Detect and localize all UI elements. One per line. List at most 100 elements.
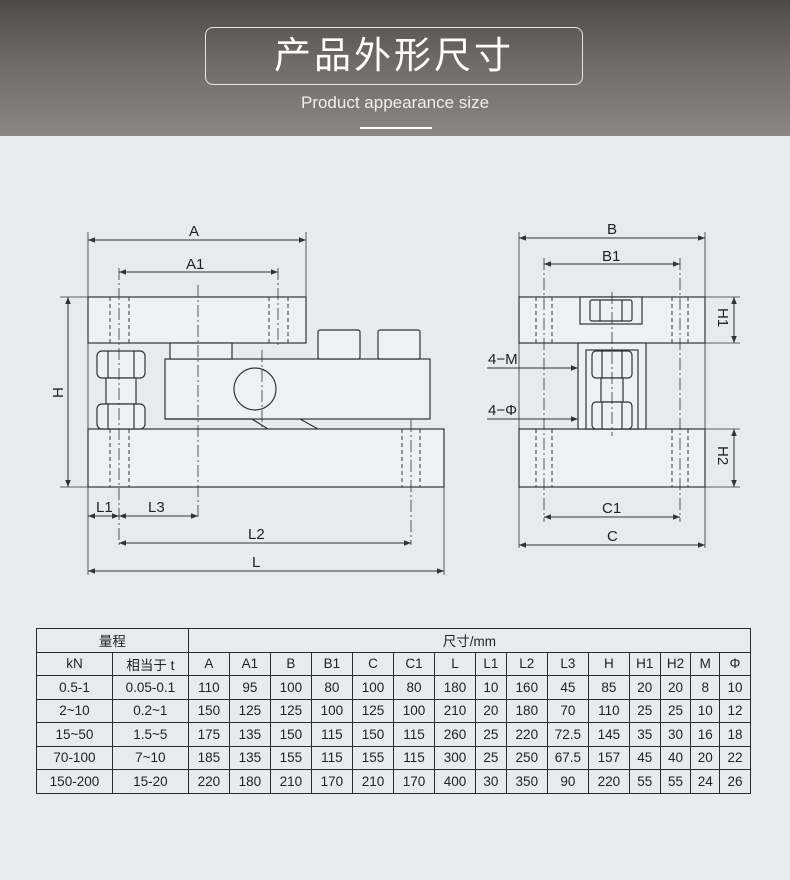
- column-header: kN: [36, 651, 113, 676]
- table-cell: 25: [628, 698, 661, 723]
- table-cell: 7~10: [111, 745, 189, 770]
- page-title: 产品外形尺寸: [274, 34, 514, 77]
- table-cell: 150: [269, 722, 312, 747]
- table-cell: 155: [269, 745, 312, 770]
- header-range: 量程: [36, 628, 189, 653]
- table-cell: 40: [659, 745, 692, 770]
- table-cell: 0.2~1: [111, 698, 189, 723]
- table-cell: 25: [659, 698, 692, 723]
- table-cell: 25: [475, 722, 507, 747]
- table-cell: 220: [505, 722, 548, 747]
- table-cell: 12: [719, 698, 751, 723]
- column-header: C1: [392, 651, 436, 676]
- dim-label-4phi: 4−Φ: [488, 402, 517, 419]
- table-cell: 185: [187, 745, 230, 770]
- table-cell: 10: [690, 698, 721, 723]
- table-cell: 20: [628, 675, 661, 700]
- table-cell: 135: [228, 722, 271, 747]
- table-cell: 350: [505, 769, 548, 794]
- table-cell: 20: [690, 745, 721, 770]
- table-cell: 150: [351, 722, 394, 747]
- table-cell: 70-100: [36, 745, 113, 770]
- column-header: L1: [475, 651, 507, 676]
- column-header: L: [433, 651, 477, 676]
- table-cell: 180: [228, 769, 271, 794]
- table-cell: 115: [392, 722, 436, 747]
- table-cell: 15~50: [36, 722, 113, 747]
- table-cell: 16: [690, 722, 721, 747]
- table-cell: 145: [587, 722, 630, 747]
- dim-label-4M: 4−M: [488, 351, 518, 368]
- table-cell: 90: [546, 769, 589, 794]
- dim-label-H: H: [50, 387, 67, 398]
- dim-label-B1: B1: [602, 248, 620, 265]
- dimension-drawing: A A1 H L1 L3 L2 L: [50, 221, 740, 575]
- column-header: C: [351, 651, 394, 676]
- table-cell: 150-200: [36, 769, 113, 794]
- table-cell: 30: [659, 722, 692, 747]
- column-header: A: [187, 651, 230, 676]
- table-cell: 45: [546, 675, 589, 700]
- dim-label-A1: A1: [186, 256, 204, 273]
- table-cell: 22: [719, 745, 751, 770]
- table-cell: 20: [475, 698, 507, 723]
- table-cell: 10: [475, 675, 507, 700]
- table-cell: 210: [351, 769, 394, 794]
- table-cell: 100: [269, 675, 312, 700]
- dim-label-H1: H1: [714, 308, 731, 327]
- subtitle-underline: [360, 127, 432, 129]
- table-cell: 125: [351, 698, 394, 723]
- dim-label-C1: C1: [602, 500, 621, 517]
- table-cell: 180: [433, 675, 477, 700]
- table-cell: 210: [433, 698, 477, 723]
- table-cell: 110: [587, 698, 630, 723]
- column-header-row: kN 相当于 t A A1 B B1 C C1 L L1 L2 L3 H H1 …: [36, 651, 751, 676]
- dim-label-A: A: [189, 223, 199, 240]
- table-cell: 95: [228, 675, 271, 700]
- column-header: H2: [659, 651, 692, 676]
- column-header: L3: [546, 651, 589, 676]
- table-cell: 260: [433, 722, 477, 747]
- table-cell: 250: [505, 745, 548, 770]
- table-cell: 10: [719, 675, 751, 700]
- table-cell: 100: [310, 698, 353, 723]
- front-view: A A1 H L1 L3 L2 L: [50, 223, 445, 575]
- table-cell: 80: [392, 675, 436, 700]
- table-cell: 175: [187, 722, 230, 747]
- column-header: M: [690, 651, 721, 676]
- table-cell: 155: [351, 745, 394, 770]
- table-cell: 85: [587, 675, 630, 700]
- table-cell: 70: [546, 698, 589, 723]
- table-cell: 115: [310, 722, 353, 747]
- column-header: Φ: [719, 651, 751, 676]
- table-cell: 400: [433, 769, 477, 794]
- dim-label-L: L: [252, 554, 260, 571]
- dimension-table: 量程 尺寸/mm kN 相当于 t A A1 B B1 C C1 L L1 L2…: [36, 628, 752, 794]
- column-header: B1: [310, 651, 353, 676]
- column-header: L2: [505, 651, 548, 676]
- table-cell: 160: [505, 675, 548, 700]
- table-cell: 15-20: [111, 769, 189, 794]
- column-header: 相当于 t: [111, 651, 189, 676]
- table-cell: 115: [392, 745, 436, 770]
- column-header: H: [587, 651, 630, 676]
- table-cell: 80: [310, 675, 353, 700]
- page-subtitle: Product appearance size: [300, 93, 490, 112]
- dim-label-H2: H2: [714, 446, 731, 465]
- table-cell: 220: [587, 769, 630, 794]
- table-cell: 100: [392, 698, 436, 723]
- table-cell: 100: [351, 675, 394, 700]
- table-cell: 18: [719, 722, 751, 747]
- table-cell: 157: [587, 745, 630, 770]
- table-cell: 125: [228, 698, 271, 723]
- table-cell: 220: [187, 769, 230, 794]
- table-cell: 0.5-1: [36, 675, 113, 700]
- table-cell: 35: [628, 722, 661, 747]
- dim-label-L2: L2: [248, 526, 265, 543]
- dim-label-C: C: [607, 528, 618, 545]
- table-cell: 45: [628, 745, 661, 770]
- table-cell: 8: [690, 675, 721, 700]
- dim-label-B: B: [607, 221, 617, 238]
